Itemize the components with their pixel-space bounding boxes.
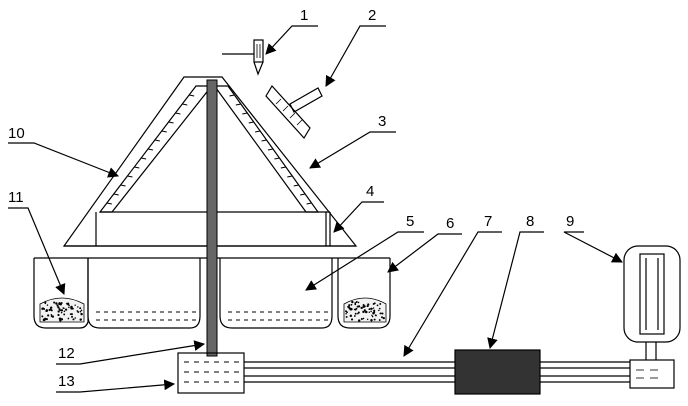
drive-train — [177, 245, 681, 395]
callout-10: 10 — [8, 125, 25, 142]
part-13-gearbox — [184, 361, 239, 383]
part-9-drum — [623, 245, 681, 343]
part-1-nozzle — [222, 39, 264, 76]
callout-12: 12 — [58, 345, 75, 362]
callout-13: 13 — [58, 373, 75, 390]
callout-labels: 1 2 3 4 5 6 7 8 9 10 11 12 13 — [8, 7, 574, 390]
part-10-brush-hatch — [106, 94, 312, 205]
leader-lines — [8, 25, 623, 393]
callout-3: 3 — [378, 113, 386, 130]
callout-6: 6 — [446, 215, 454, 232]
part-2-heater-blade — [265, 84, 323, 140]
collection-tray — [33, 257, 391, 329]
callout-11: 11 — [8, 189, 24, 206]
liquid-level — [96, 311, 328, 321]
callout-1: 1 — [300, 7, 308, 24]
part-8-motor — [454, 349, 541, 395]
callout-5: 5 — [406, 213, 414, 230]
part-12-shaft — [206, 79, 218, 357]
callout-2: 2 — [368, 7, 376, 24]
callout-4: 4 — [366, 183, 374, 200]
part-11-granules — [39, 297, 387, 323]
callout-8: 8 — [526, 213, 534, 230]
callout-9: 9 — [566, 213, 574, 230]
callout-7: 7 — [484, 213, 492, 230]
